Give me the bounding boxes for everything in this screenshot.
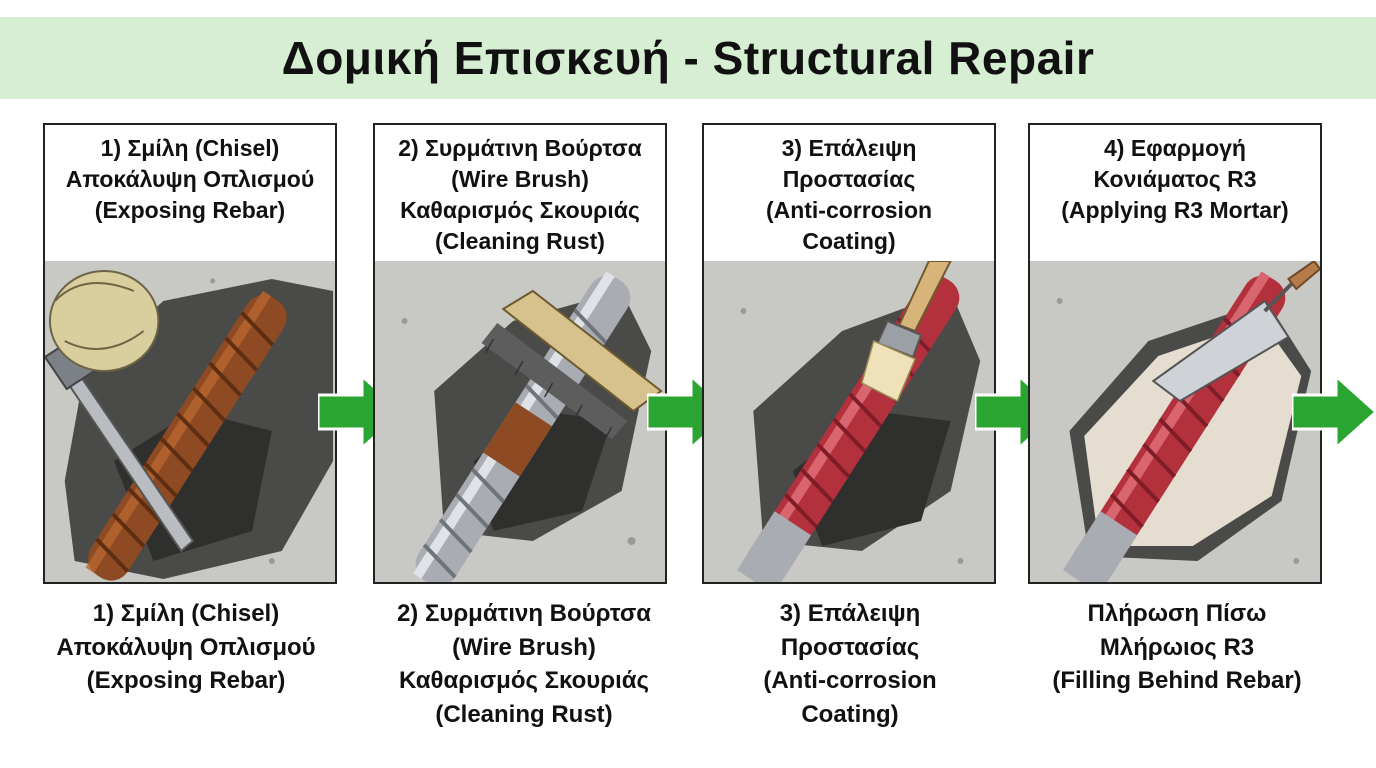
illustration-cleaning-rust [375, 261, 665, 582]
panel-caption-3: 3) Επάλειψη Προστασίας (Anti-corrosion C… [704, 125, 994, 261]
caption-line: Καθαρισμός Σκουριάς [398, 667, 650, 694]
caption-line: Coating) [802, 228, 896, 254]
caption-line: Αποκάλυψη Οπλισμού [56, 633, 316, 661]
panel-caption-4: 4) Εφαρμογή Κονιάματος R3 (Applying R3 M… [1030, 125, 1320, 261]
caption-line: 3) Επάλειψη [781, 135, 917, 161]
panel-caption-1: 1) Σμίλη (Chisel) Αποκάλυψη Οπλισμού (Ex… [45, 125, 335, 261]
bottom-caption-4: Πλήρωση Πίσω Μλήρωιος R3 (Filling Behind… [1012, 597, 1342, 698]
caption-line: 3) Επάλειψη [779, 600, 921, 627]
caption-line: 1) Σμίλη (Chisel) [100, 135, 280, 161]
caption-line: Πλήρωση Πίσω [1087, 600, 1267, 627]
caption-line: (Exposing Rebar) [86, 667, 286, 694]
trowel-icon [1151, 261, 1320, 403]
caption-line: Καθαρισμός Σκουριάς [400, 197, 640, 223]
paint-brush-icon [860, 261, 952, 403]
illustration-anti-corrosion-coating [704, 261, 994, 582]
step-panel-2: 2) Συρμάτινη Βούρτσα (Wire Brush) Καθαρι… [373, 123, 667, 584]
caption-line: (Cleaning Rust) [435, 700, 613, 728]
caption-line: (Applying R3 Mortar) [1061, 197, 1289, 223]
caption-line: Προστασίας [780, 633, 920, 661]
caption-line: Μλήρωιος R3 [1099, 633, 1255, 661]
caption-line: Κονιάματος R3 [1093, 166, 1257, 192]
panel-caption-2: 2) Συρμάτινη Βούρτσα (Wire Brush) Καθαρι… [375, 125, 665, 261]
caption-line: (Wire Brush) [452, 633, 596, 661]
page-title: Δομική Επισκευή - Structural Repair [281, 32, 1095, 84]
glove-icon [48, 270, 160, 372]
caption-line: (Exposing Rebar) [94, 197, 286, 223]
caption-line: (Anti-corrosion [765, 197, 933, 223]
caption-line: 1) Σμίλη (Chisel) [92, 600, 280, 627]
caption-line: Αποκάλυψη Οπλισμού [65, 166, 315, 192]
caption-line: (Wire Brush) [451, 166, 589, 192]
illustration-applying-r3-mortar [1030, 261, 1320, 582]
caption-line: Προστασίας [782, 166, 916, 192]
step-panel-4: 4) Εφαρμογή Κονιάματος R3 (Applying R3 M… [1028, 123, 1322, 584]
bottom-caption-3: 3) Επάλειψη Προστασίας (Anti-corrosion C… [685, 597, 1015, 731]
bottom-caption-1: 1) Σμίλη (Chisel) Αποκάλυψη Οπλισμού (Ex… [21, 597, 351, 698]
caption-line: 2) Συρμάτινη Βούρτσα [396, 600, 652, 627]
caption-line: Coating) [801, 700, 899, 728]
arrow-right-icon [1292, 376, 1376, 448]
step-panel-1: 1) Σμίλη (Chisel) Αποκάλυψη Οπλισμού (Ex… [43, 123, 337, 584]
title-banner: Δομική Επισκευή - Structural Repair [0, 17, 1376, 99]
caption-line: (Anti-corrosion [763, 667, 937, 694]
bottom-caption-2: 2) Συρμάτινη Βούρτσα (Wire Brush) Καθαρι… [359, 597, 689, 731]
caption-line: (Cleaning Rust) [435, 228, 605, 254]
wire-brush-icon [481, 289, 663, 442]
caption-line: 4) Εφαρμογή [1104, 135, 1246, 161]
step-panel-3: 3) Επάλειψη Προστασίας (Anti-corrosion C… [702, 123, 996, 584]
illustration-exposing-rebar [45, 261, 335, 582]
caption-line: (Filling Behind Rebar) [1052, 667, 1302, 694]
caption-line: 2) Συρμάτινη Βούρτσα [398, 135, 642, 161]
